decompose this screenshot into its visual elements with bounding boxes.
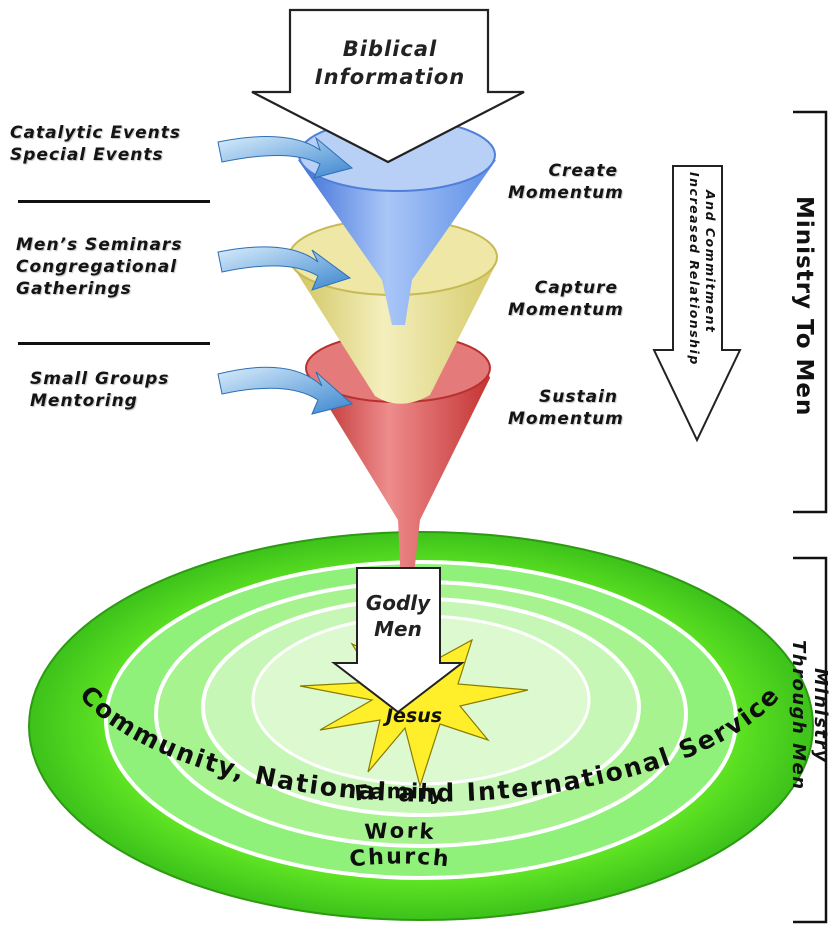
input-arrow-1 [217,136,354,179]
godly-men-line2: Men [374,617,422,641]
stage-label-create: Create Momentum [508,160,624,204]
stage-create-line1: Create [548,161,618,181]
separator-1 [18,200,210,203]
svg-text:Increased Relationship: Increased Relationship [687,172,702,366]
stage-create-line2: Momentum [508,183,624,203]
svg-text:Ministry To Men: Ministry To Men [791,196,817,416]
stage-sustain-line1: Sustain [539,387,618,407]
input-arrows [217,136,354,415]
relationship-arrow [652,165,742,443]
stage-capture-line2: Momentum [508,300,624,320]
stage-capture-line1: Capture [534,278,618,298]
relationship-arrow-text: Increased Relationship And Commitment [687,172,718,366]
family-ring-text: Family [353,779,446,805]
input-label-3: Small Groups Mentoring [30,368,169,412]
input-arrow-3 [217,366,354,415]
godly-men-arrow [331,567,465,714]
ministry-to-men-label: Ministry To Men [791,196,817,416]
ministry-through-men-label: Ministry Through Men [788,640,831,791]
jesus-label: Jesus [382,705,442,727]
input-label-3-line1: Small Groups [30,369,170,389]
separator-2 [18,342,210,345]
input-label-1-line2: Special Events [10,145,164,165]
biblical-line2: Information [315,65,465,89]
input-label-1-line1: Catalytic Events [10,123,181,143]
svg-text:Through Men: Through Men [788,640,809,791]
svg-text:And Commitment: And Commitment [703,189,718,333]
stage-sustain-line2: Momentum [508,409,624,429]
input-label-3-line2: Mentoring [30,391,138,411]
bracket-ministry-through-men [793,556,828,924]
bracket-ministry-to-men [793,110,828,514]
input-label-2-line1: Men’s Seminars [16,235,183,255]
stage-label-capture: Capture Momentum [508,277,624,321]
input-label-1: Catalytic Events Special Events [10,122,181,166]
input-arrow-2 [217,246,352,291]
stage-label-sustain: Sustain Momentum [508,386,624,430]
input-label-2: Men’s Seminars Congregational Gatherings [16,234,182,300]
godly-men-line1: Godly [366,591,431,615]
biblical-information-arrow [251,8,525,164]
biblical-line1: Biblical [343,37,437,61]
church-ring-text: Church [348,844,451,872]
input-label-2-line3: Gatherings [16,279,132,299]
input-label-2-line2: Congregational [16,257,178,277]
work-ring-text: Work [364,819,437,845]
svg-text:Ministry: Ministry [810,668,831,763]
